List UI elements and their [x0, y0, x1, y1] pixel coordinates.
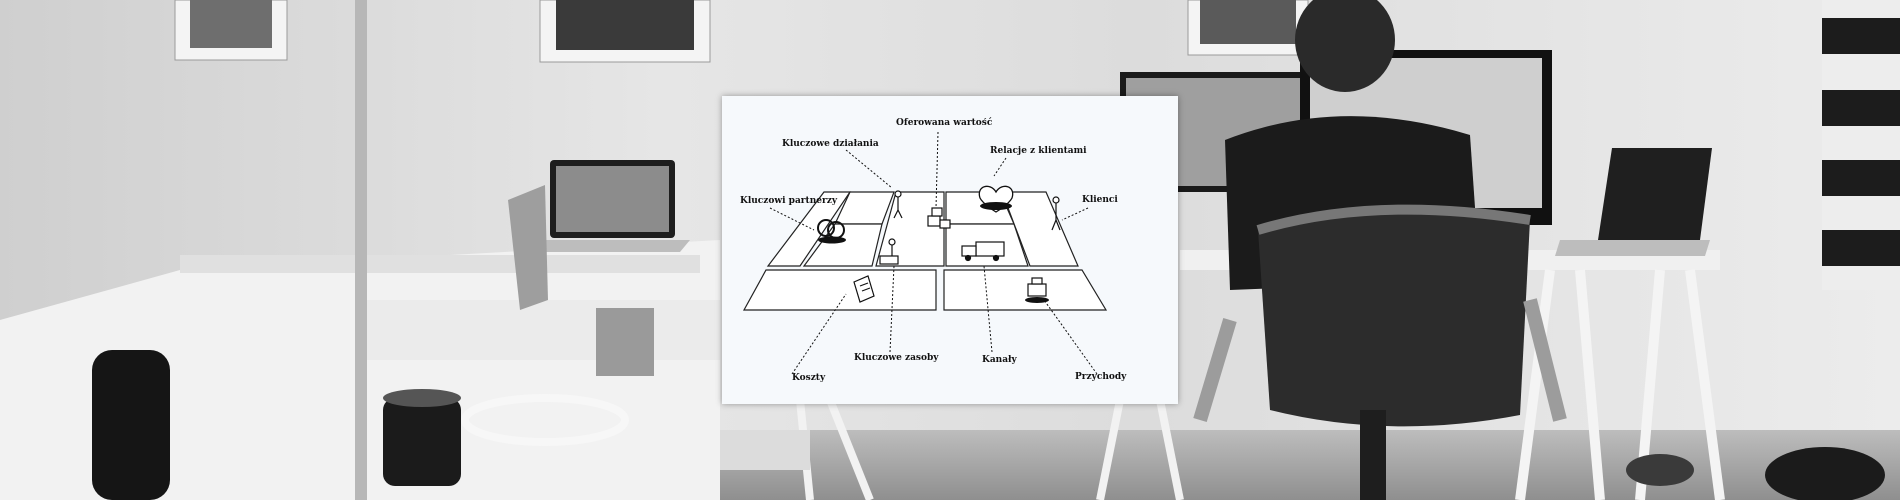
coffee-mug: [383, 398, 461, 486]
tile-revenue-streams: [943, 269, 1108, 311]
label-revenue-streams: Przychody: [1075, 372, 1127, 382]
tile-cost-structure: [742, 269, 937, 311]
canvas-illustration: [742, 131, 1108, 375]
label-customer-segments: Klienci: [1082, 195, 1118, 205]
label-key-activities: Kluczowe działania: [782, 139, 879, 149]
label-cost-structure: Koszty: [792, 373, 826, 383]
cash-register-icon: [1027, 277, 1047, 297]
label-key-partners: Kluczowi partnerzy: [740, 196, 838, 206]
person-figure-icon: [1051, 196, 1061, 231]
tile-key-resources: [802, 223, 883, 267]
label-value-proposition: Oferowana wartość: [896, 118, 993, 128]
tile-value-proposition: [875, 191, 945, 267]
gift-boxes-icon: [927, 207, 951, 229]
black-cylinder: [92, 350, 170, 500]
tile-key-partners: [766, 191, 852, 267]
lamp-pole: [355, 0, 367, 500]
right-laptop: [1598, 148, 1712, 240]
label-customer-relationships: Relacje z klientami: [990, 146, 1087, 156]
tile-customer-segments: [1001, 191, 1079, 267]
receipt-icon: [853, 275, 875, 303]
can: [596, 308, 654, 376]
truck-icon: [961, 241, 1005, 262]
side-monitor: [508, 185, 548, 310]
office-chair: [1193, 204, 1567, 500]
worker-figure-icon: [893, 190, 903, 219]
window-blinds: [1822, 0, 1900, 290]
label-channels: Kanały: [982, 355, 1017, 365]
business-model-canvas-card: Oferowana wartość Kluczowe działania Rel…: [722, 96, 1178, 404]
label-key-resources: Kluczowe zasoby: [854, 353, 939, 363]
speaker: [1626, 454, 1694, 486]
resources-figure-icon: [879, 238, 899, 265]
